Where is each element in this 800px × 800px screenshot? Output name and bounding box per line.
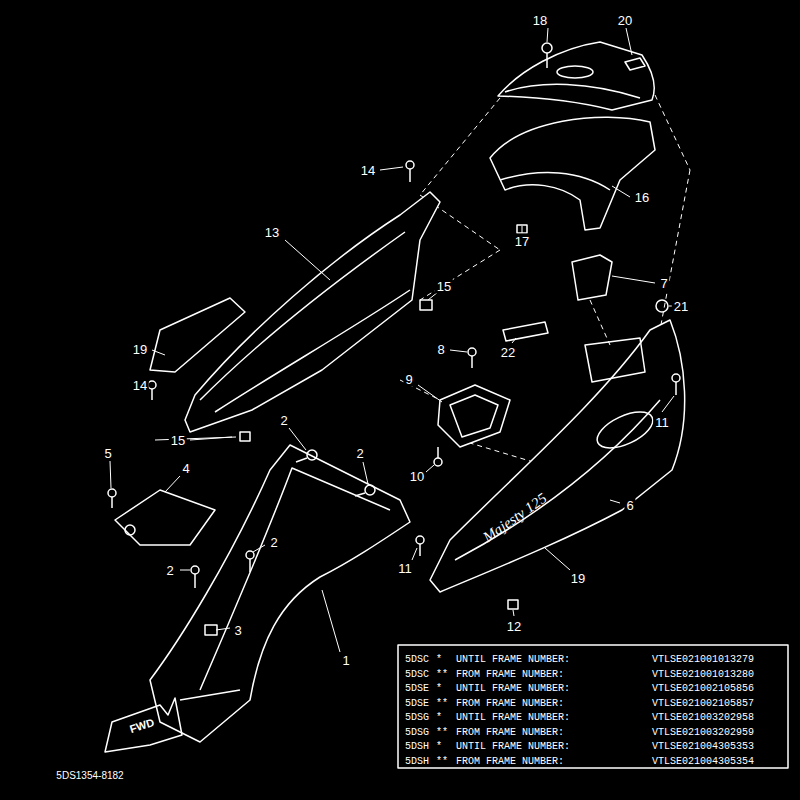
model-code: 5DSC: [405, 670, 429, 680]
frame-number: VTLSE021002105856: [652, 684, 754, 694]
model-code: 5DSH: [405, 757, 429, 767]
footnote-mark: *: [436, 713, 442, 723]
callout-number: 11: [396, 561, 414, 576]
frame-number: VTLSE021004305354: [652, 757, 754, 767]
footnote-mark: *: [436, 742, 442, 752]
callout-number: 17: [513, 234, 531, 249]
frame-range: UNTIL FRAME NUMBER:: [456, 684, 570, 694]
frame-number: VTLSE021004305353: [652, 742, 754, 752]
model-code: 5DSE: [405, 699, 429, 709]
callout-number: 19: [569, 571, 587, 586]
model-code: 5DSC: [405, 655, 429, 665]
model-code: 5DSG: [405, 713, 429, 723]
callout-number: 5: [102, 446, 113, 461]
model-code: 5DSH: [405, 742, 429, 752]
callout-number: 22: [499, 345, 517, 360]
frame-range: FROM FRAME NUMBER:: [456, 670, 564, 680]
footnote-mark: *: [436, 655, 442, 665]
callout-number: 8: [435, 342, 446, 357]
callout-number: 14: [359, 163, 377, 178]
callout-number: 14: [131, 378, 149, 393]
footnote-mark: **: [436, 757, 448, 767]
callout-number: 2: [278, 413, 289, 428]
model-code: 5DSG: [405, 728, 429, 738]
callout-number: 16: [633, 190, 651, 205]
frame-range: FROM FRAME NUMBER:: [456, 699, 564, 709]
callout-number: 21: [672, 299, 690, 314]
callout-number: 4: [180, 461, 191, 476]
direction-mark: FWD: [128, 717, 155, 735]
frame-range: UNTIL FRAME NUMBER:: [456, 742, 570, 752]
callout-number: 6: [624, 498, 635, 513]
callout-number: 13: [263, 225, 281, 240]
callout-number: 15: [435, 279, 453, 294]
footnote-mark: *: [436, 684, 442, 694]
callout-number: 7: [658, 276, 669, 291]
footnote-mark: **: [436, 728, 448, 738]
frame-number: VTLSE021002105857: [652, 699, 754, 709]
footnote-mark: **: [436, 670, 448, 680]
drawing-code: 5DS1354-8182: [56, 771, 123, 781]
callout-number: 1: [340, 653, 351, 668]
callout-number: 12: [505, 619, 523, 634]
frame-number: VTLSE021003202959: [652, 728, 754, 738]
callout-number: 2: [354, 446, 365, 461]
callout-number: 2: [268, 535, 279, 550]
callout-number: 3: [232, 623, 243, 638]
footnote-mark: **: [436, 699, 448, 709]
frame-range: FROM FRAME NUMBER:: [456, 728, 564, 738]
frame-range: UNTIL FRAME NUMBER:: [456, 655, 570, 665]
model-code: 5DSE: [405, 684, 429, 694]
frame-number: VTLSE021001013280: [652, 670, 754, 680]
callout-number: 9: [403, 372, 414, 387]
callout-number: 20: [616, 13, 634, 28]
frame-range: FROM FRAME NUMBER:: [456, 757, 564, 767]
callout-number: 10: [408, 469, 426, 484]
frame-number: VTLSE021001013279: [652, 655, 754, 665]
callout-number: 15: [169, 433, 187, 448]
callout-number: 2: [164, 563, 175, 578]
callout-number: 11: [653, 415, 671, 430]
frame-range: UNTIL FRAME NUMBER:: [456, 713, 570, 723]
frame-number: VTLSE021003202958: [652, 713, 754, 723]
callout-number: 18: [531, 13, 549, 28]
callout-number: 19: [131, 342, 149, 357]
